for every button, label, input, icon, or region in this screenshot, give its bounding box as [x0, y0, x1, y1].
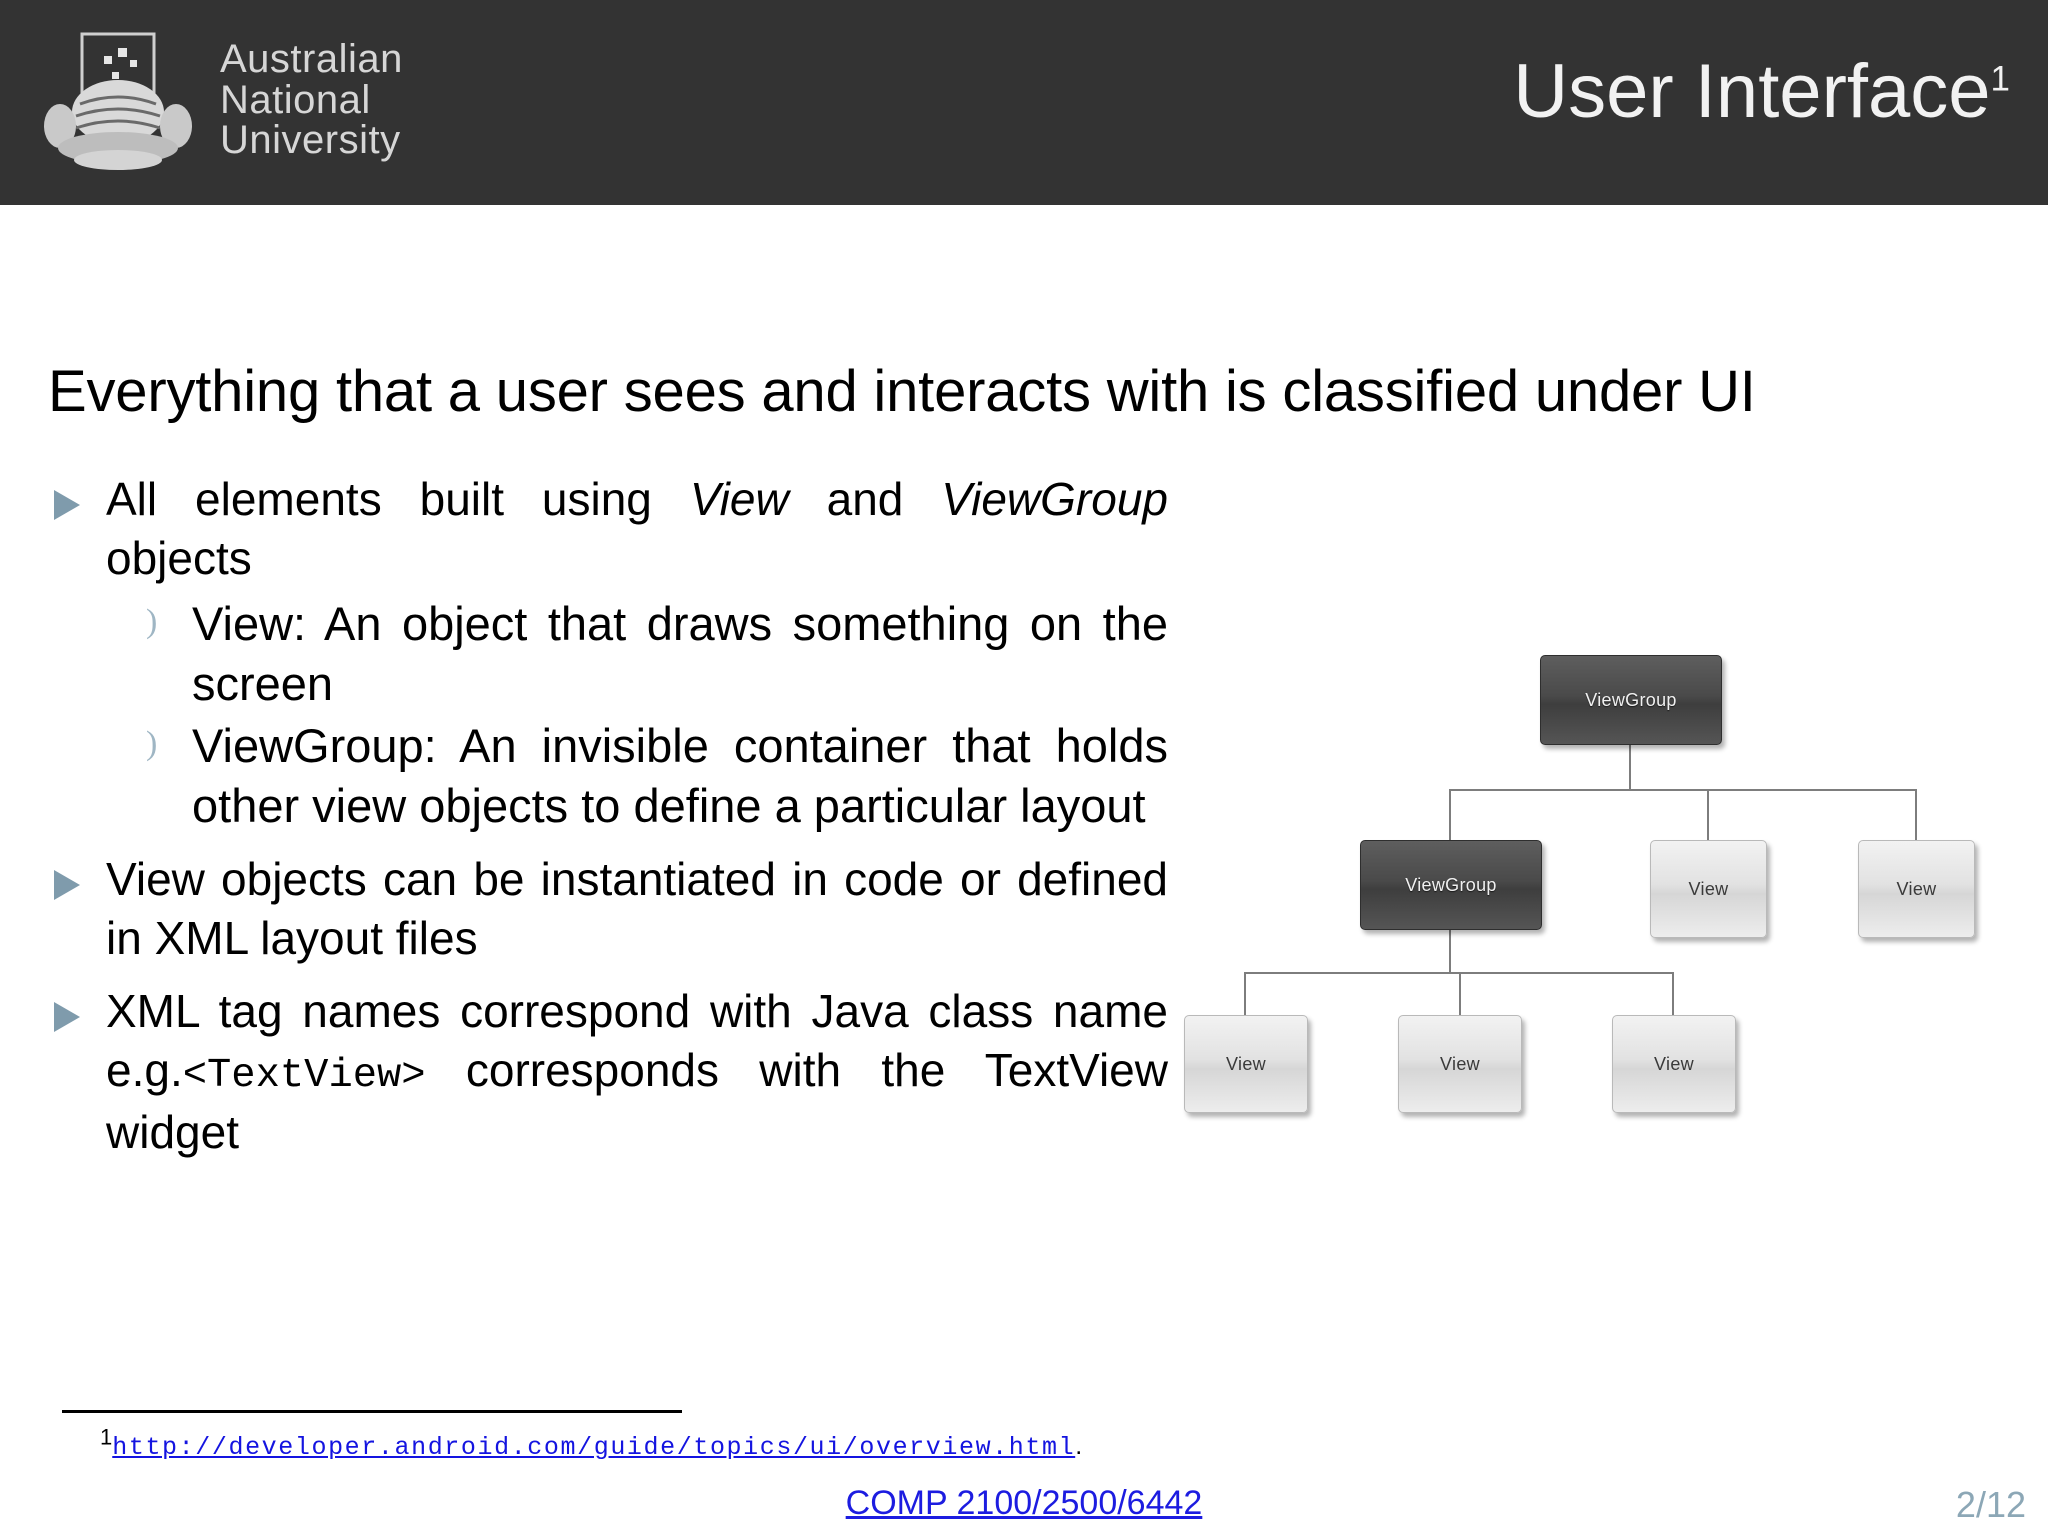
footnote-rule — [62, 1410, 682, 1413]
bullet-1-part-2: View — [689, 473, 789, 525]
triangle-bullet-icon — [54, 1002, 80, 1033]
diagram-node-view-2: View — [1858, 840, 1975, 938]
diagram-node-view-3: View — [1184, 1015, 1308, 1113]
edge-to-view1 — [1707, 789, 1709, 840]
sub-bullet-item-1: ) View: An object that draws something o… — [106, 594, 1168, 714]
paren-bullet-icon: ) — [146, 725, 158, 763]
university-name: Australian National University — [220, 36, 403, 163]
edge-to-view5 — [1672, 972, 1674, 1015]
header-title-text: User Interface — [1513, 49, 1991, 134]
sub-bullet-item-1-text: View: An object that draws something on … — [192, 596, 1168, 710]
footnote: 1http://developer.android.com/guide/topi… — [100, 1426, 1083, 1462]
bullet-3-code: <TextView> — [182, 1053, 426, 1099]
footnote-link[interactable]: http://developer.android.com/guide/topic… — [112, 1433, 1076, 1462]
university-line-1: Australian — [220, 36, 403, 81]
frame-title: Everything that a user sees and interact… — [48, 359, 1756, 424]
bullet-1-part-1: All elements built using — [106, 473, 690, 525]
diagram-node-label: View — [1688, 878, 1729, 899]
university-line-3: University — [220, 118, 401, 163]
diagram-node-label: View — [1654, 1053, 1694, 1074]
bullet-1-part-4: ViewGroup — [941, 473, 1169, 525]
triangle-bullet-icon — [54, 490, 80, 520]
university-line-2: National — [220, 77, 371, 122]
header-title-footnote-marker: 1 — [1990, 59, 2010, 99]
footnote-period: . — [1075, 1432, 1083, 1460]
diagram-node-view-4: View — [1398, 1015, 1522, 1113]
footer-course-link-wrap: COMP 2100/2500/6442 — [0, 1484, 2048, 1523]
edge-to-view2 — [1915, 789, 1917, 840]
footer-course-link[interactable]: COMP 2100/2500/6442 — [845, 1484, 1203, 1522]
university-logo-block: Australian National University — [38, 20, 403, 180]
edge-to-view4 — [1459, 972, 1461, 1015]
bullet-item-1: All elements built using View and ViewGr… — [48, 470, 1168, 836]
anu-crest-icon — [38, 20, 198, 180]
bullet-content-column: All elements built using View and ViewGr… — [48, 470, 1168, 1176]
sub-bullet-item-2-text: ViewGroup: An invisible container that h… — [192, 719, 1168, 833]
bullet-item-3-text: XML tag names correspond with Java class… — [106, 985, 1168, 1158]
slide-header-title: User Interface1 — [1513, 48, 2010, 135]
bullet-item-2-text: View objects can be instantiated in code… — [106, 853, 1168, 965]
edge-to-viewgroup2 — [1449, 789, 1451, 840]
paren-bullet-icon: ) — [146, 602, 158, 640]
bullet-3-part-1: XML tag names correspond with Java class… — [106, 985, 1168, 1096]
edge-viewgroup2-down — [1449, 928, 1451, 974]
sub-bullet-item-2: ) ViewGroup: An invisible container that… — [106, 716, 1168, 836]
bullet-1-part-3: and — [788, 473, 942, 525]
page-number: 2/12 — [1955, 1484, 2026, 1525]
diagram-node-label: ViewGroup — [1585, 689, 1677, 710]
diagram-node-view-5: View — [1612, 1015, 1736, 1113]
bullet-3-part-3: corresponds with the TextView widget — [106, 1044, 1168, 1158]
slide-header-bar: Australian National University User Inte… — [0, 0, 2048, 205]
bullet-list-level1: All elements built using View and ViewGr… — [48, 470, 1168, 1162]
bullet-item-3: XML tag names correspond with Java class… — [48, 982, 1168, 1162]
triangle-bullet-icon — [54, 870, 80, 901]
footnote-number: 1 — [100, 1424, 113, 1450]
diagram-node-view-1: View — [1650, 840, 1767, 938]
diagram-node-label: View — [1440, 1053, 1480, 1074]
bullet-item-1-text: All elements built using View and ViewGr… — [106, 473, 1168, 584]
bullet-list-level2: ) View: An object that draws something o… — [106, 594, 1168, 837]
bullet-item-2: View objects can be instantiated in code… — [48, 850, 1168, 968]
edge-to-view3 — [1244, 972, 1246, 1015]
diagram-node-root-viewgroup: ViewGroup — [1540, 655, 1722, 745]
edge-root-down — [1629, 743, 1631, 790]
diagram-node-label: ViewGroup — [1405, 874, 1497, 895]
view-hierarchy-diagram: ViewGroup ViewGroup View View View View … — [1180, 655, 2020, 1125]
diagram-node-viewgroup-2: ViewGroup — [1360, 840, 1542, 930]
diagram-node-label: View — [1896, 878, 1937, 899]
diagram-node-label: View — [1226, 1053, 1266, 1074]
bullet-1-part-5: objects — [106, 531, 252, 584]
edge-row2-rail — [1449, 789, 1917, 791]
